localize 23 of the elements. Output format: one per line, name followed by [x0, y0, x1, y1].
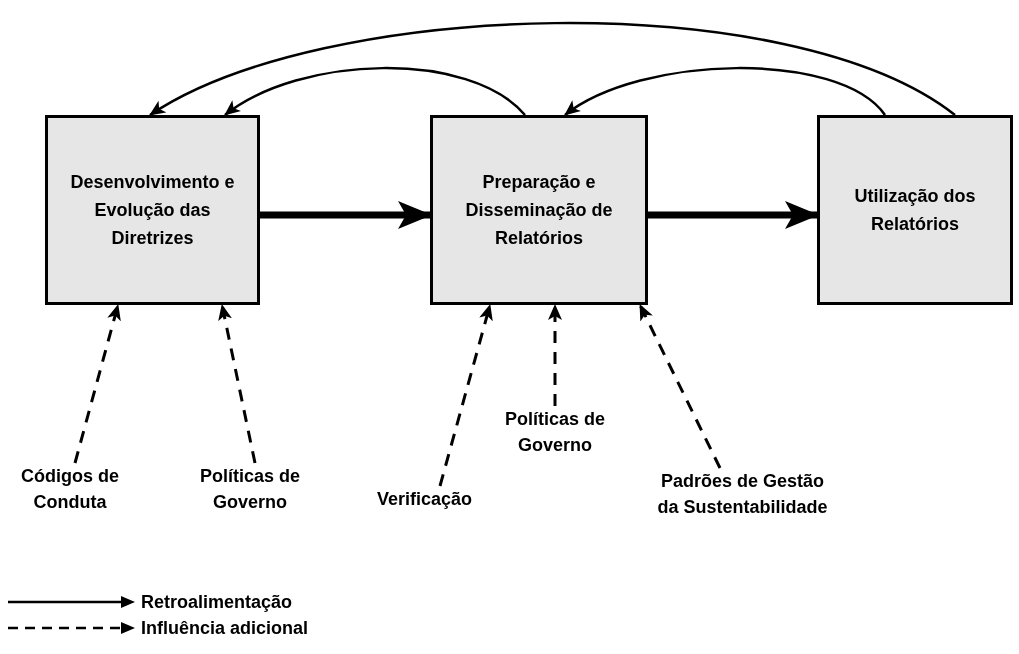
dashed-arrow — [548, 304, 562, 406]
process-box — [45, 115, 260, 305]
feedback-arrow — [224, 66, 526, 117]
legend-label: Retroalimentação — [141, 591, 293, 614]
legend-label: Influência adicional — [141, 617, 309, 640]
thick-arrow — [260, 201, 432, 229]
box-label: Preparação e Disseminação de Relatórios — [464, 171, 614, 250]
influence-label: Padrões de Gestão da Sustentabilidade — [655, 468, 830, 520]
box-label: Utilização dos Relatórios — [853, 185, 977, 236]
box-label: Desenvolvimento e Evolução das Diretrizes — [69, 171, 236, 250]
process-box — [430, 115, 648, 305]
influence-label: Verificação — [362, 486, 487, 512]
thick-arrow — [648, 201, 819, 229]
feedback-arrow — [149, 21, 956, 117]
dashed-arrow — [638, 304, 722, 469]
dashed-arrow — [73, 304, 121, 464]
influence-label: Códigos de Conduta — [5, 463, 135, 515]
process-box — [817, 115, 1013, 305]
dashed-arrow — [438, 304, 493, 487]
feedback-arrow — [564, 66, 886, 117]
influence-label: Políticas de Governo — [480, 406, 630, 458]
influence-label: Políticas de Governo — [175, 463, 325, 515]
dashed-arrow — [218, 304, 257, 464]
